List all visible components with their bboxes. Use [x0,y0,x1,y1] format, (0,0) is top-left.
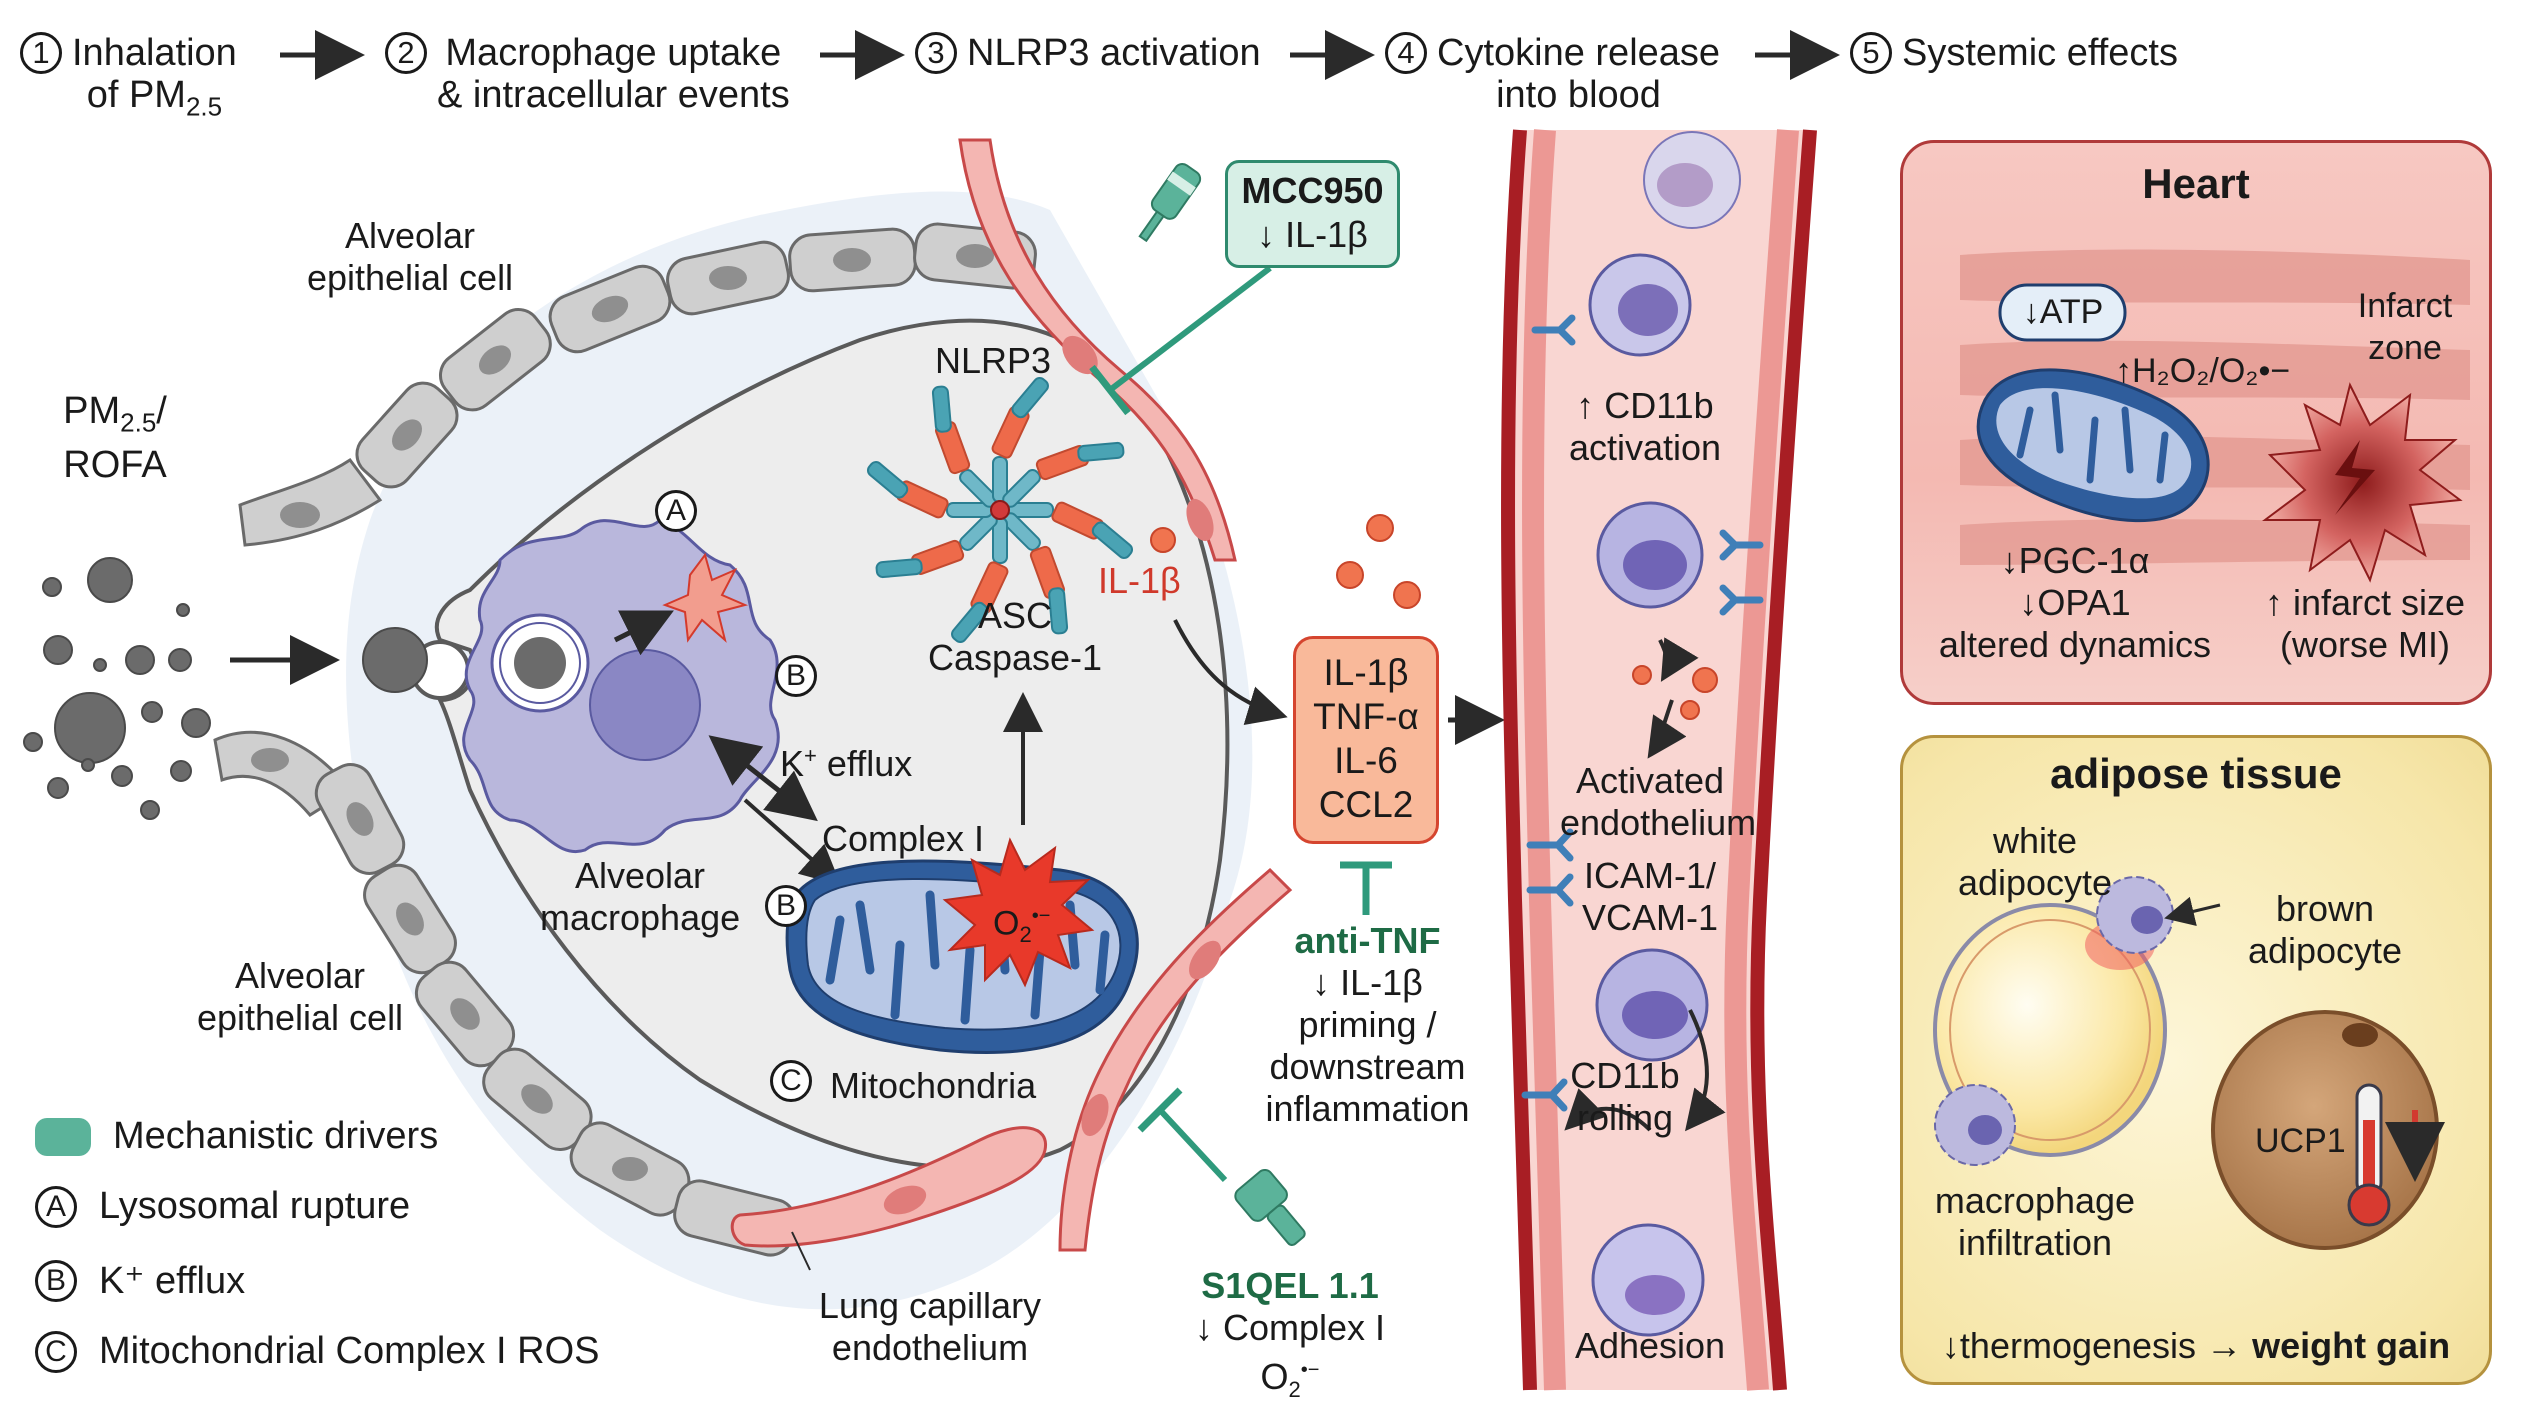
thermogenesis-weight-gain: ↓thermogenesis → weight gain [1941,1325,2451,1366]
mitochondria-label: Mitochondria [830,1065,1037,1106]
mcc950-box: MCC950 ↓ IL-1β [1225,160,1400,268]
epithelial-nuclei-top [280,244,994,528]
step-3-number: 3 [915,32,957,74]
step-1: 1 Inhalation of PM2.5 [20,32,237,128]
legend-item-b: B K⁺ efflux [35,1258,245,1303]
cytokine-box: IL-1β TNF-α IL-6 CCL2 [1293,636,1439,844]
step-5-label: Systemic effects [1902,32,2178,74]
il1b-label: IL-1β [1098,560,1181,601]
infarct-size-label: ↑ infarct size (worse MI) [2264,582,2466,665]
anti-tnf-label: anti-TNF ↓ IL-1β priming / downstream in… [1265,920,1470,1129]
step-1-label: Inhalation of PM2.5 [72,32,237,122]
lysosome-rupture-burst [662,552,749,643]
thermometer-icon [2347,1083,2391,1227]
complex-i-label: Complex I [822,818,985,859]
step-4-number: 4 [1385,32,1427,74]
step-5: 5 Systemic effects [1850,32,2178,74]
s1qel-inhibition-line [1157,1107,1228,1183]
icam-vcam-label: ICAM-1/ VCAM-1 [1581,855,1719,938]
step-3-label: NLRP3 activation [967,32,1261,74]
legend-item-mechanistic: Mechanistic drivers [35,1115,438,1158]
to-mitochondria-arrow [743,798,841,886]
il1b-to-cytokine-arrow [1173,619,1288,725]
legend-marker-c: C [35,1330,77,1373]
step-2: 2 Macrophage uptake & intracellular even… [385,32,790,116]
ros-label: ↑H₂O₂/O₂•− [2115,352,2291,390]
capillary-endothelium-cell [730,1126,1048,1248]
adhesion-label: Adhesion [1574,1325,1726,1366]
pm-particles [23,557,211,820]
pm-label: PM2.5/ ROFA [63,390,167,486]
nlrp3-inflammasome [864,374,1134,646]
lung-capillary-lower [1058,867,1293,1252]
legend-item-a: A Lysosomal rupture [35,1185,410,1228]
cytokine-item: IL-6 [1334,740,1398,781]
atp-badge [1998,283,2127,342]
macrophage-label: Alveolar macrophage [540,855,741,938]
infarct-zone-label: Infarct zone [2357,287,2453,367]
marker-b-2: B [765,885,807,927]
rolling-arrow-2 [1564,1088,1652,1132]
vessel-arrow-2 [1647,699,1687,759]
marker-c: C [770,1060,812,1102]
lung-capillary-label: Lung capillary endothelium [818,1285,1042,1368]
vessel-arrow-1 [1658,637,1699,682]
adipose-title: adipose tissue [2050,750,2342,797]
mcc950-vial-icon [1138,162,1202,243]
step-1-number: 1 [20,32,62,74]
blood-vessel [1501,129,1817,1391]
leukocytes [1588,131,1741,1337]
lung-capillary-upper [958,138,1237,562]
rolling-arrow-1 [1685,1009,1726,1132]
step-2-label: Macrophage uptake & intracellular events [437,32,790,116]
superoxide-label: O2•− [993,904,1051,948]
mechanistic-drivers-swatch [35,1117,91,1156]
il1b-particles [1150,514,1421,609]
marker-b: B [775,655,817,697]
k-efflux-arrow [708,735,818,822]
epithelial-nuclei-bottom [251,748,648,1181]
brown-adipocyte-pointer [2164,896,2221,926]
cytokine-item: CCL2 [1318,784,1414,825]
heart-mitochondrion-icon [1976,368,2210,523]
pm-particle-entering [362,627,428,693]
cytokine-item: TNF-α [1313,696,1419,737]
legend-marker-a: A [35,1185,77,1228]
nlrp3-label: NLRP3 [935,340,1052,381]
step-5-number: 5 [1850,32,1892,74]
white-adipocyte-label: white adipocyte [1957,820,2113,903]
mcc950-name: MCC950 [1241,170,1384,211]
cd11b-activation-label: ↑ CD11b activation [1568,385,1722,468]
step-2-number: 2 [385,32,427,74]
activated-endothelium-label: Activated endothelium [1560,760,1757,843]
macrophage-infiltration-label: macrophage infiltration [1934,1180,2136,1263]
cytokine-item: IL-1β [1323,652,1409,693]
step-4-label: Cytokine release into blood [1437,32,1721,116]
ucp1-label: UCP1 [2255,1122,2346,1160]
adipose-macrophage-icon-2 [1934,1084,2016,1166]
heart-mito-effects: ↓PGC-1α ↓OPA1 altered dynamics [1938,540,2212,665]
asc-caspase-label: ASC Caspase-1 [927,595,1103,678]
superoxide-burst [942,837,1095,988]
adhesion-molecules [1521,314,1764,1112]
epithelial-cell-label-bottom: Alveolar epithelial cell [196,955,404,1038]
mcc950-effect: ↓ IL-1β [1257,214,1368,255]
epithelial-cell-label-top: Alveolar epithelial cell [306,215,514,298]
s1qel-label: S1QEL 1.1 ↓ Complex I O2•− [1194,1265,1386,1403]
mcc950-inhibition-line [1108,265,1272,393]
s1qel-vial-icon [1234,1168,1306,1246]
step-3: 3 NLRP3 activation [915,32,1261,74]
legend-marker-b: B [35,1259,77,1302]
marker-a: A [655,490,697,532]
step-4: 4 Cytokine release into blood [1385,32,1720,116]
brown-adipocyte-label: brown adipocyte [2247,888,2403,971]
legend-item-c: C Mitochondrial Complex I ROS [35,1330,600,1373]
heart-title: Heart [2142,160,2250,207]
atp-label: ↓ATP [2022,293,2104,331]
cd11b-rolling-label: CD11b rolling [1570,1055,1680,1138]
k-efflux-label: K+ efflux [780,743,913,784]
